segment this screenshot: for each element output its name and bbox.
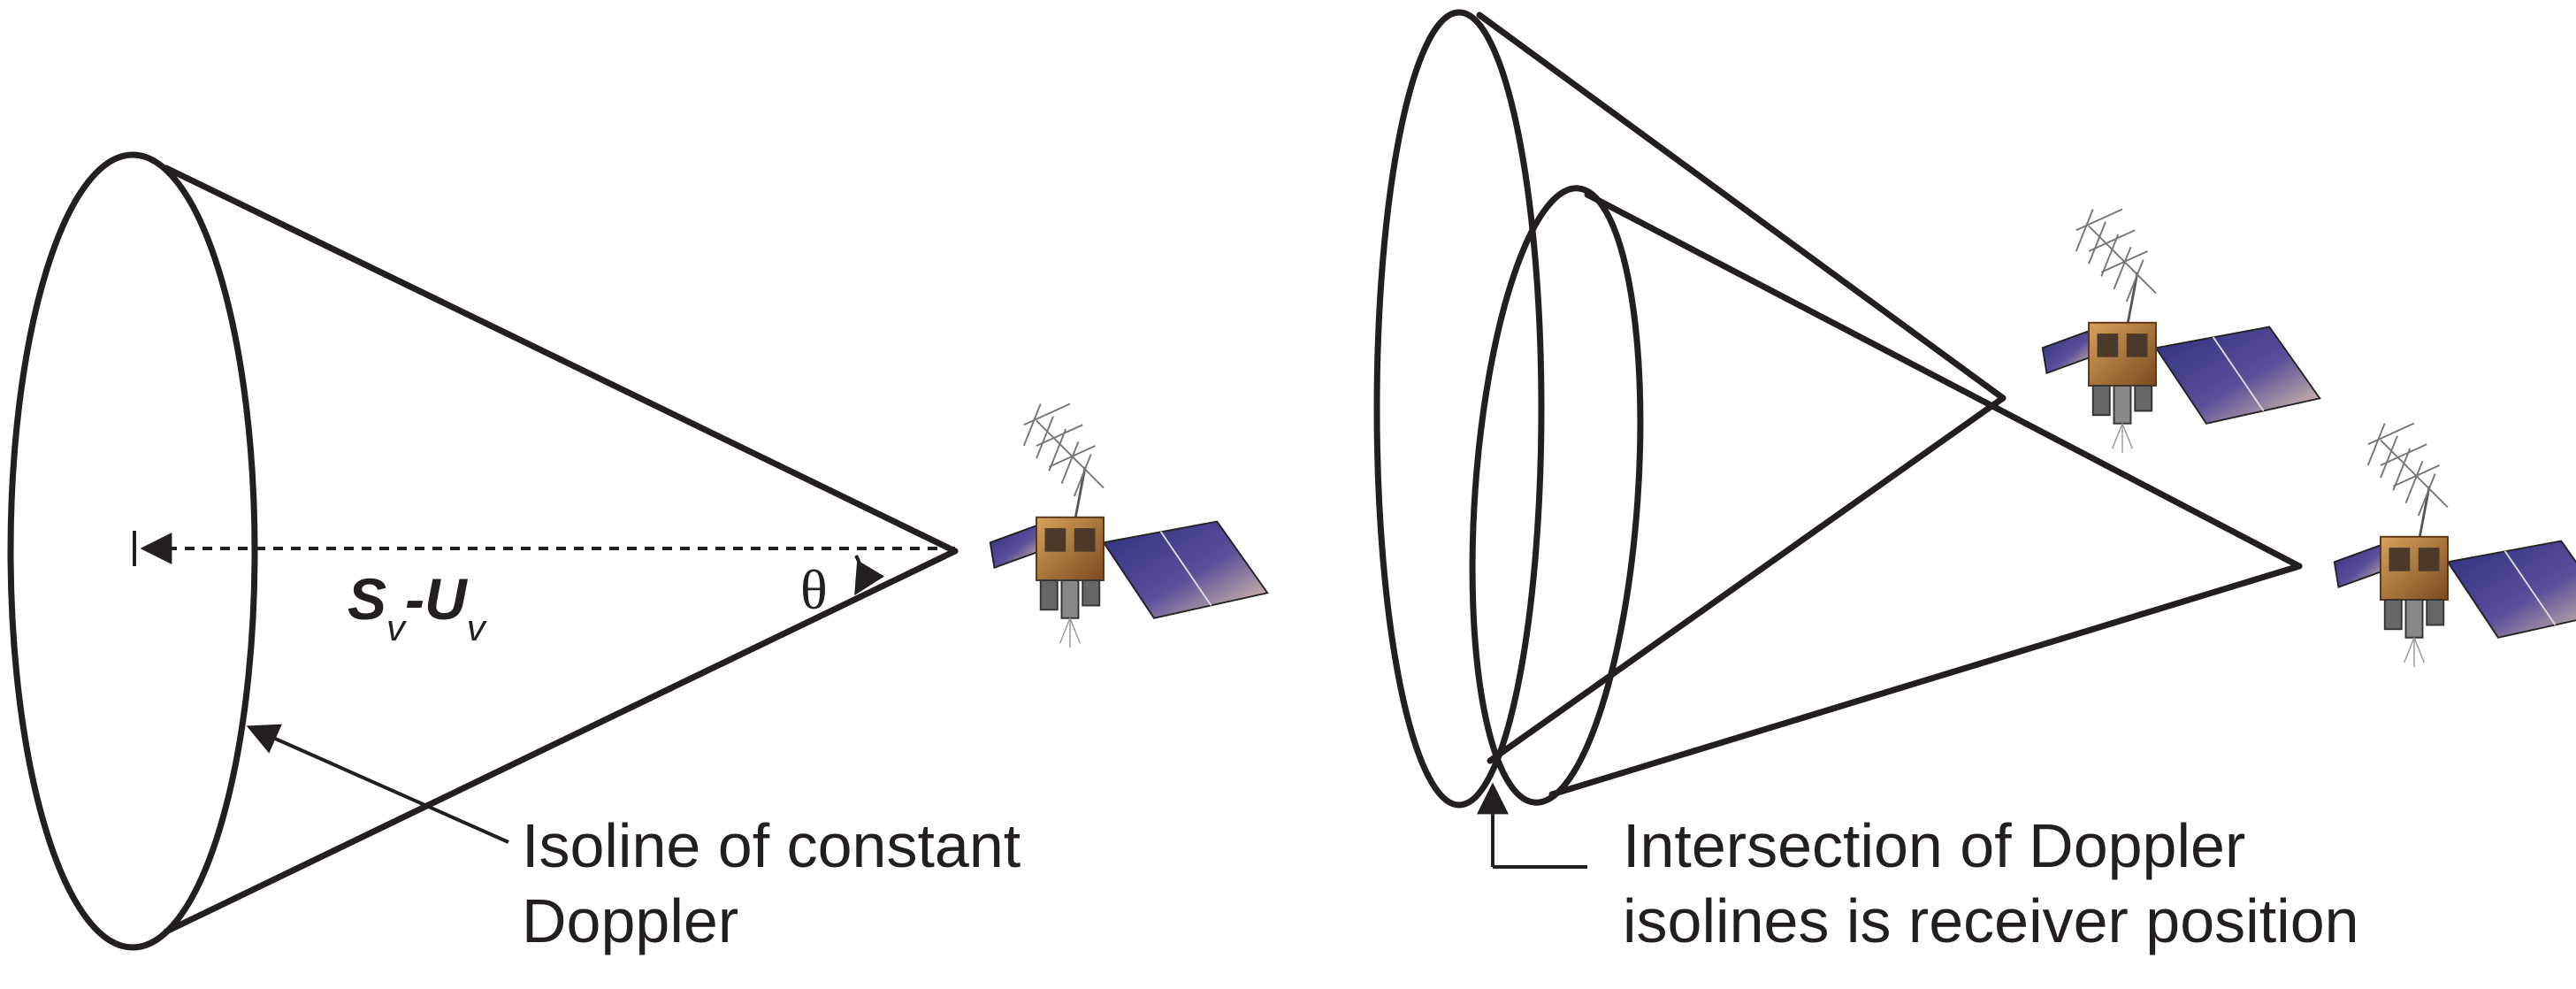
intersection-callout-line2: isolines is receiver position [1623,886,2359,955]
cone-upper-edge [163,165,959,555]
right-panel: Intersection of Doppler isolines is rece… [1373,9,2576,955]
angle-theta-label: θ [800,558,828,621]
angle-arc [854,555,885,596]
isoline-callout-arrow [246,724,509,844]
cone2-upper-edge [1584,191,2303,570]
left-panel: Sv-Uv θ Isoline of constant Doppler [7,151,1269,955]
satellite-icon [2041,208,2321,455]
intersection-callout-line1: Intersection of Doppler [1623,811,2245,880]
isoline-ellipse [7,151,258,951]
cone-lower-edge [163,548,959,935]
inner-isoline-ellipse [1469,185,1644,806]
satellite-icon [2333,422,2576,669]
cone1-upper-edge [1476,12,2007,402]
cone2-lower-edge [1548,563,2303,798]
isoline-callout-line2: Doppler [522,886,738,955]
cone1-lower-edge [1487,395,2007,764]
outer-isoline-ellipse [1373,9,1545,809]
vector-label: Sv-Uv [348,566,488,648]
isoline-callout-line1: Isoline of constant [522,811,1020,880]
satellite-icon [989,402,1269,649]
